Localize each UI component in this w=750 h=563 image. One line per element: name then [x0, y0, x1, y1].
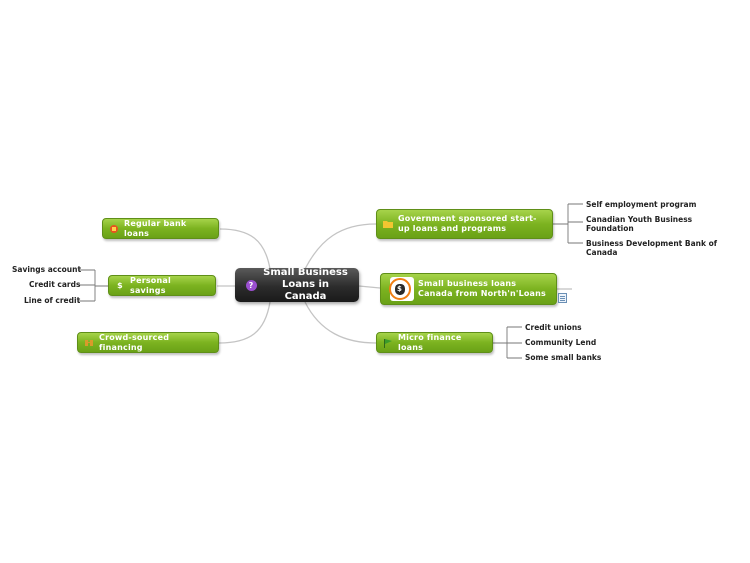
flag-icon	[383, 338, 393, 348]
topic-regular-bank-loans[interactable]: Regular bank loans	[102, 218, 219, 239]
connector-regular-bank-loans	[219, 228, 271, 270]
central-topic-label: Small Business Loans in Canada	[263, 267, 348, 302]
leaf-some-small-banks[interactable]: Some small banks	[525, 353, 602, 362]
leaf-credit-cards[interactable]: Credit cards	[29, 280, 81, 289]
topic-label: Small business loans Canada from North'n…	[418, 279, 547, 298]
connector-micro-finance	[304, 301, 377, 344]
money-bag-icon: $	[394, 283, 405, 295]
leaf-credit-unions[interactable]: Credit unions	[525, 323, 582, 332]
topic-label: Government sponsored start-up loans and …	[398, 214, 537, 233]
connector-northnloans	[358, 285, 381, 289]
connector-crowd-sourced	[218, 301, 271, 344]
topic-label: Regular bank loans	[124, 218, 187, 238]
topic-government-programs[interactable]: Government sponsored start-up loans and …	[376, 209, 553, 239]
topic-personal-savings[interactable]: $ Personal savings	[108, 275, 216, 296]
bank-icon	[109, 224, 119, 234]
central-topic[interactable]: ? Small Business Loans in Canada	[235, 267, 359, 302]
question-icon: ?	[245, 279, 257, 291]
leaf-savings-account[interactable]: Savings account	[12, 265, 82, 274]
leaf-bdc[interactable]: Business Development Bank of Canada	[586, 239, 718, 257]
topic-label: Personal savings	[130, 275, 171, 295]
bracket-micro-finance	[493, 326, 522, 359]
topic-micro-finance-loans[interactable]: Micro finance loans	[376, 332, 493, 353]
topic-label: Micro finance loans	[398, 332, 462, 352]
dollar-icon: $	[117, 280, 123, 290]
topic-label: Crowd-sourced financing	[99, 332, 170, 352]
people-icon	[84, 338, 94, 348]
leaf-self-employment[interactable]: Self employment program	[586, 200, 697, 209]
north-n-loans-logo: $	[388, 277, 414, 301]
folder-icon	[383, 219, 393, 229]
topic-northnloans[interactable]: $ Small business loans Canada from North…	[380, 273, 557, 305]
leaf-line-of-credit[interactable]: Line of credit	[24, 296, 81, 305]
leaf-community-lend[interactable]: Community Lend	[525, 338, 597, 347]
bracket-personal-savings	[78, 269, 108, 302]
connector-government	[304, 223, 377, 270]
note-icon[interactable]	[558, 293, 567, 303]
bracket-government	[553, 203, 583, 244]
leaf-cybf[interactable]: Canadian Youth Business Foundation	[586, 215, 693, 233]
topic-crowd-sourced-financing[interactable]: Crowd-sourced financing	[77, 332, 219, 353]
